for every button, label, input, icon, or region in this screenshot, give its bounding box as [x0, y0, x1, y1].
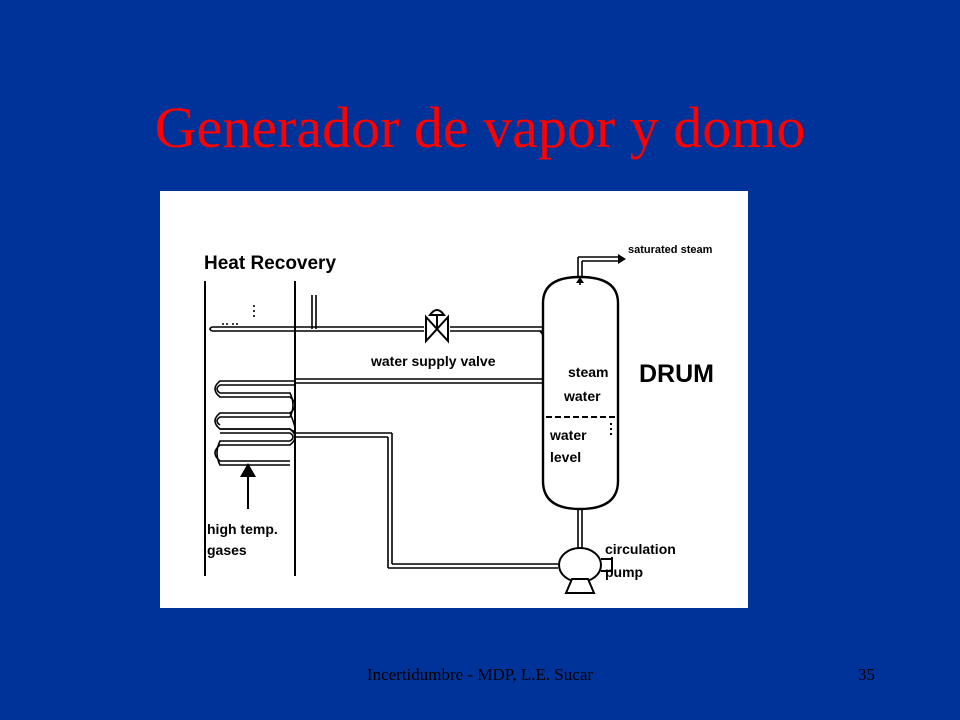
circulation-pump-label-line1: circulation [605, 541, 676, 557]
downcomer-pipe [295, 432, 583, 569]
feed-water-pipe [295, 326, 555, 349]
circulation-pump [558, 547, 613, 594]
steam-label: steam [568, 364, 608, 380]
page-number: 35 [858, 665, 875, 684]
drum-vessel [541, 275, 620, 511]
steam-outlet-pipe [576, 254, 626, 285]
water-level-label-line2: level [550, 449, 581, 465]
diagram-panel: Heat Recovery saturated steam DRUM water… [160, 191, 748, 608]
heat-recovery-label: Heat Recovery [204, 253, 336, 274]
water-supply-valve-label: water supply valve [370, 353, 496, 369]
water-level-label-line1: water [549, 427, 587, 443]
high-temp-label-line1: high temp. [207, 521, 278, 537]
high-temp-label-line2: gases [207, 542, 247, 558]
water-label: water [563, 388, 601, 404]
drum-label: DRUM [639, 360, 714, 388]
saturated-steam-label: saturated steam [628, 244, 713, 256]
water-level-line [546, 416, 615, 437]
footer-credit: Incertidumbre - MDP, L.E. Sucar [366, 665, 594, 684]
slide-title: Generador de vapor y domo [154, 95, 806, 160]
vent-pipe [311, 295, 317, 329]
circulation-pump-label-line2: pump [605, 564, 643, 580]
gas-flow-arrow [240, 463, 256, 509]
economizer-coil [209, 305, 295, 332]
drum-diagram: Heat Recovery saturated steam DRUM water… [204, 244, 714, 594]
evaporator-coil [214, 380, 296, 466]
water-supply-valve [425, 309, 449, 344]
